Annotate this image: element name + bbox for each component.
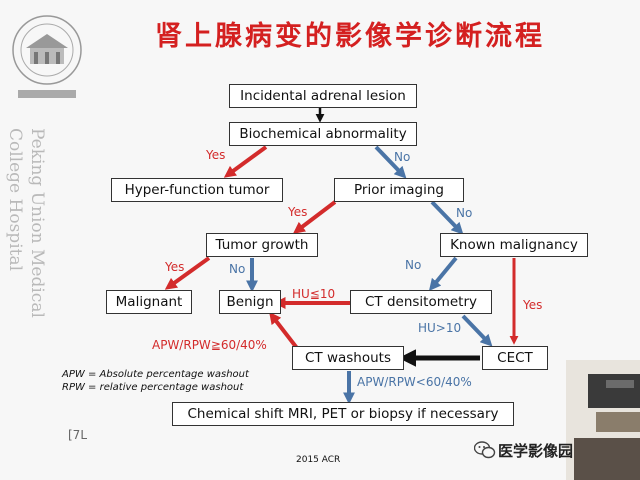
box-known-malignancy: Known malignancy	[440, 233, 588, 257]
box-final-recommendation: Chemical shift MRI, PET or biopsy if nec…	[172, 402, 514, 426]
legend-rpw: RPW = relative percentage washout	[62, 382, 244, 393]
arrow-prior-no	[430, 200, 464, 235]
label-no-biochemical: No	[394, 150, 411, 164]
bracket-mark: [7L	[68, 428, 88, 442]
box-malignant: Malignant	[106, 290, 192, 314]
label-no-tumor-growth: No	[229, 262, 246, 276]
arrow-known-no	[428, 256, 458, 291]
box-ct-densitometry: CT densitometry	[350, 290, 492, 314]
university-logo-icon	[12, 15, 82, 98]
label-yes-biochemical: Yes	[206, 148, 226, 162]
label-yes-tumor-growth: Yes	[165, 260, 185, 274]
label-yes-prior-imaging: Yes	[288, 205, 308, 219]
label-no-known-malignancy: No	[405, 258, 422, 272]
legend-apw: APW = Absolute percentage washout	[62, 369, 249, 380]
arrow-hu-gt10	[461, 314, 493, 347]
box-benign: Benign	[219, 290, 281, 314]
arrow-biochem-yes	[223, 145, 268, 178]
box-incidental-lesion: Incidental adrenal lesion	[229, 84, 417, 108]
label-hu-gt-10: HU>10	[418, 321, 462, 335]
slide-title: 肾上腺病变的影像学诊断流程	[155, 21, 545, 52]
arrow-biochem-no	[374, 145, 407, 179]
institution-side-text: Peking Union Medical College Hospital	[4, 128, 48, 318]
box-hyper-function-tumor: Hyper-function tumor	[111, 178, 283, 202]
box-cect: CECT	[482, 346, 548, 370]
watermark-text: 医学影像园	[498, 442, 574, 460]
label-hu-le-10: HU≦10	[292, 287, 336, 301]
label-apw-rpw-ge: APW/RPW≧60/40%	[152, 338, 267, 352]
label-apw-rpw-lt: APW/RPW<60/40%	[357, 375, 472, 389]
side-text-line-2: College Hospital	[5, 128, 25, 272]
side-text-line-1: Peking Union Medical	[27, 128, 47, 318]
label-no-prior-imaging: No	[456, 206, 473, 220]
arrow-prior-yes	[292, 200, 337, 234]
corner-photo-decoration	[566, 360, 640, 480]
footer-source: 2015 ACR	[296, 455, 341, 465]
box-ct-washouts: CT washouts	[292, 346, 404, 370]
label-yes-known-malignancy: Yes	[523, 298, 543, 312]
box-tumor-growth: Tumor growth	[206, 233, 318, 257]
wechat-icon	[474, 441, 496, 459]
box-prior-imaging: Prior imaging	[334, 178, 464, 202]
box-biochemical-abnormality: Biochemical abnormality	[229, 122, 417, 146]
arrow-tumor-yes	[164, 256, 211, 290]
